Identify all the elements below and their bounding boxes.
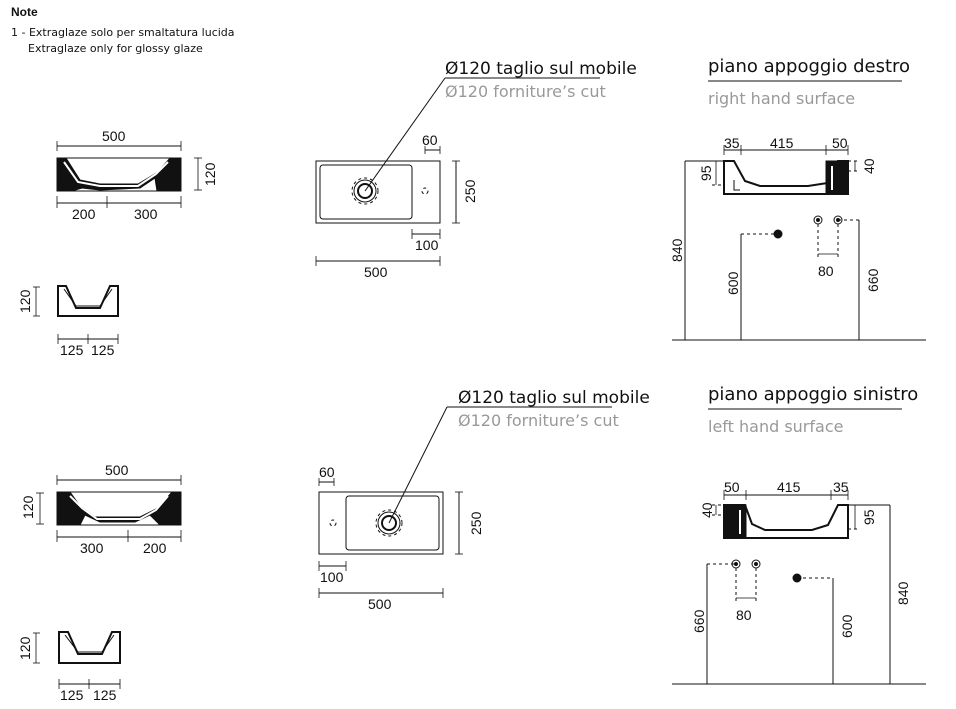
top-plan-60: 60 [422, 132, 438, 148]
bottom-side-right: 125 [93, 687, 117, 703]
bottom-plan-60: 60 [319, 464, 335, 480]
bottom-section-840: 840 [895, 581, 911, 605]
top-plan-250: 250 [462, 179, 478, 203]
top-front-width: 500 [102, 128, 126, 144]
bottom-front-view: 500 120 300 200 [20, 462, 182, 556]
bottom-section-35: 35 [833, 479, 849, 495]
top-front-left: 200 [72, 206, 96, 222]
top-section-50: 50 [832, 135, 848, 151]
bottom-side-left: 125 [60, 687, 84, 703]
bottom-section-title: piano appoggio sinistro [708, 384, 918, 405]
note-title: Note [11, 5, 38, 19]
bottom-section-40: 40 [699, 502, 715, 518]
top-front-view: 500 120 200 300 [56, 128, 218, 222]
top-section-600: 600 [725, 271, 741, 295]
top-section-415: 415 [770, 135, 794, 151]
top-plan-view: Ø120 taglio sul mobile Ø120 forniture’s … [315, 59, 637, 280]
bottom-section-50: 50 [724, 479, 740, 495]
top-cut-label: Ø120 taglio sul mobile [445, 59, 637, 79]
bottom-plan-250: 250 [468, 511, 484, 535]
bottom-section-415: 415 [777, 479, 801, 495]
top-side-right: 125 [91, 342, 115, 358]
bottom-side-view: 120 125 125 [17, 631, 121, 703]
bottom-side-height: 120 [17, 636, 33, 660]
top-section-40: 40 [861, 158, 877, 174]
top-section-840: 840 [669, 238, 685, 262]
bottom-front-left: 300 [80, 540, 104, 556]
top-section-80: 80 [818, 263, 834, 279]
top-front-height: 120 [202, 162, 218, 186]
bottom-front-right: 200 [143, 540, 167, 556]
bottom-cut-label-en: Ø120 forniture’s cut [458, 411, 619, 430]
top-section-35: 35 [724, 135, 740, 151]
bottom-section-subtitle: left hand surface [708, 417, 843, 436]
top-side-height: 120 [17, 289, 33, 313]
top-plan-500: 500 [364, 264, 388, 280]
note-block: Note 1 - Extraglaze solo per smaltatura … [11, 5, 235, 55]
bottom-section-95: 95 [861, 509, 877, 525]
bottom-section-view: piano appoggio sinistro left hand surfac… [672, 384, 926, 685]
bottom-section-600: 600 [839, 614, 855, 638]
top-section-660: 660 [865, 268, 881, 292]
top-plan-100: 100 [415, 237, 439, 253]
bottom-cut-label: Ø120 taglio sul mobile [458, 388, 650, 408]
top-section-95: 95 [698, 165, 714, 181]
bottom-plan-500: 500 [368, 596, 392, 612]
note-line-2: Extraglaze only for glossy glaze [28, 42, 203, 55]
top-front-right: 300 [134, 206, 158, 222]
bottom-section-660: 660 [691, 609, 707, 633]
top-side-left: 125 [60, 342, 84, 358]
top-section-view: piano appoggio destro right hand surface… [669, 56, 926, 341]
top-section-subtitle: right hand surface [708, 89, 855, 108]
bottom-front-width: 500 [105, 462, 129, 478]
bottom-front-height: 120 [20, 495, 36, 519]
note-line-1: 1 - Extraglaze solo per smaltatura lucid… [11, 26, 235, 39]
top-section-title: piano appoggio destro [708, 56, 910, 77]
bottom-plan-view: Ø120 taglio sul mobile Ø120 forniture’s … [318, 388, 650, 612]
top-cut-label-en: Ø120 forniture’s cut [445, 82, 606, 101]
top-side-view: 120 125 125 [17, 285, 119, 358]
bottom-plan-100: 100 [320, 569, 344, 585]
bottom-section-80: 80 [736, 607, 752, 623]
